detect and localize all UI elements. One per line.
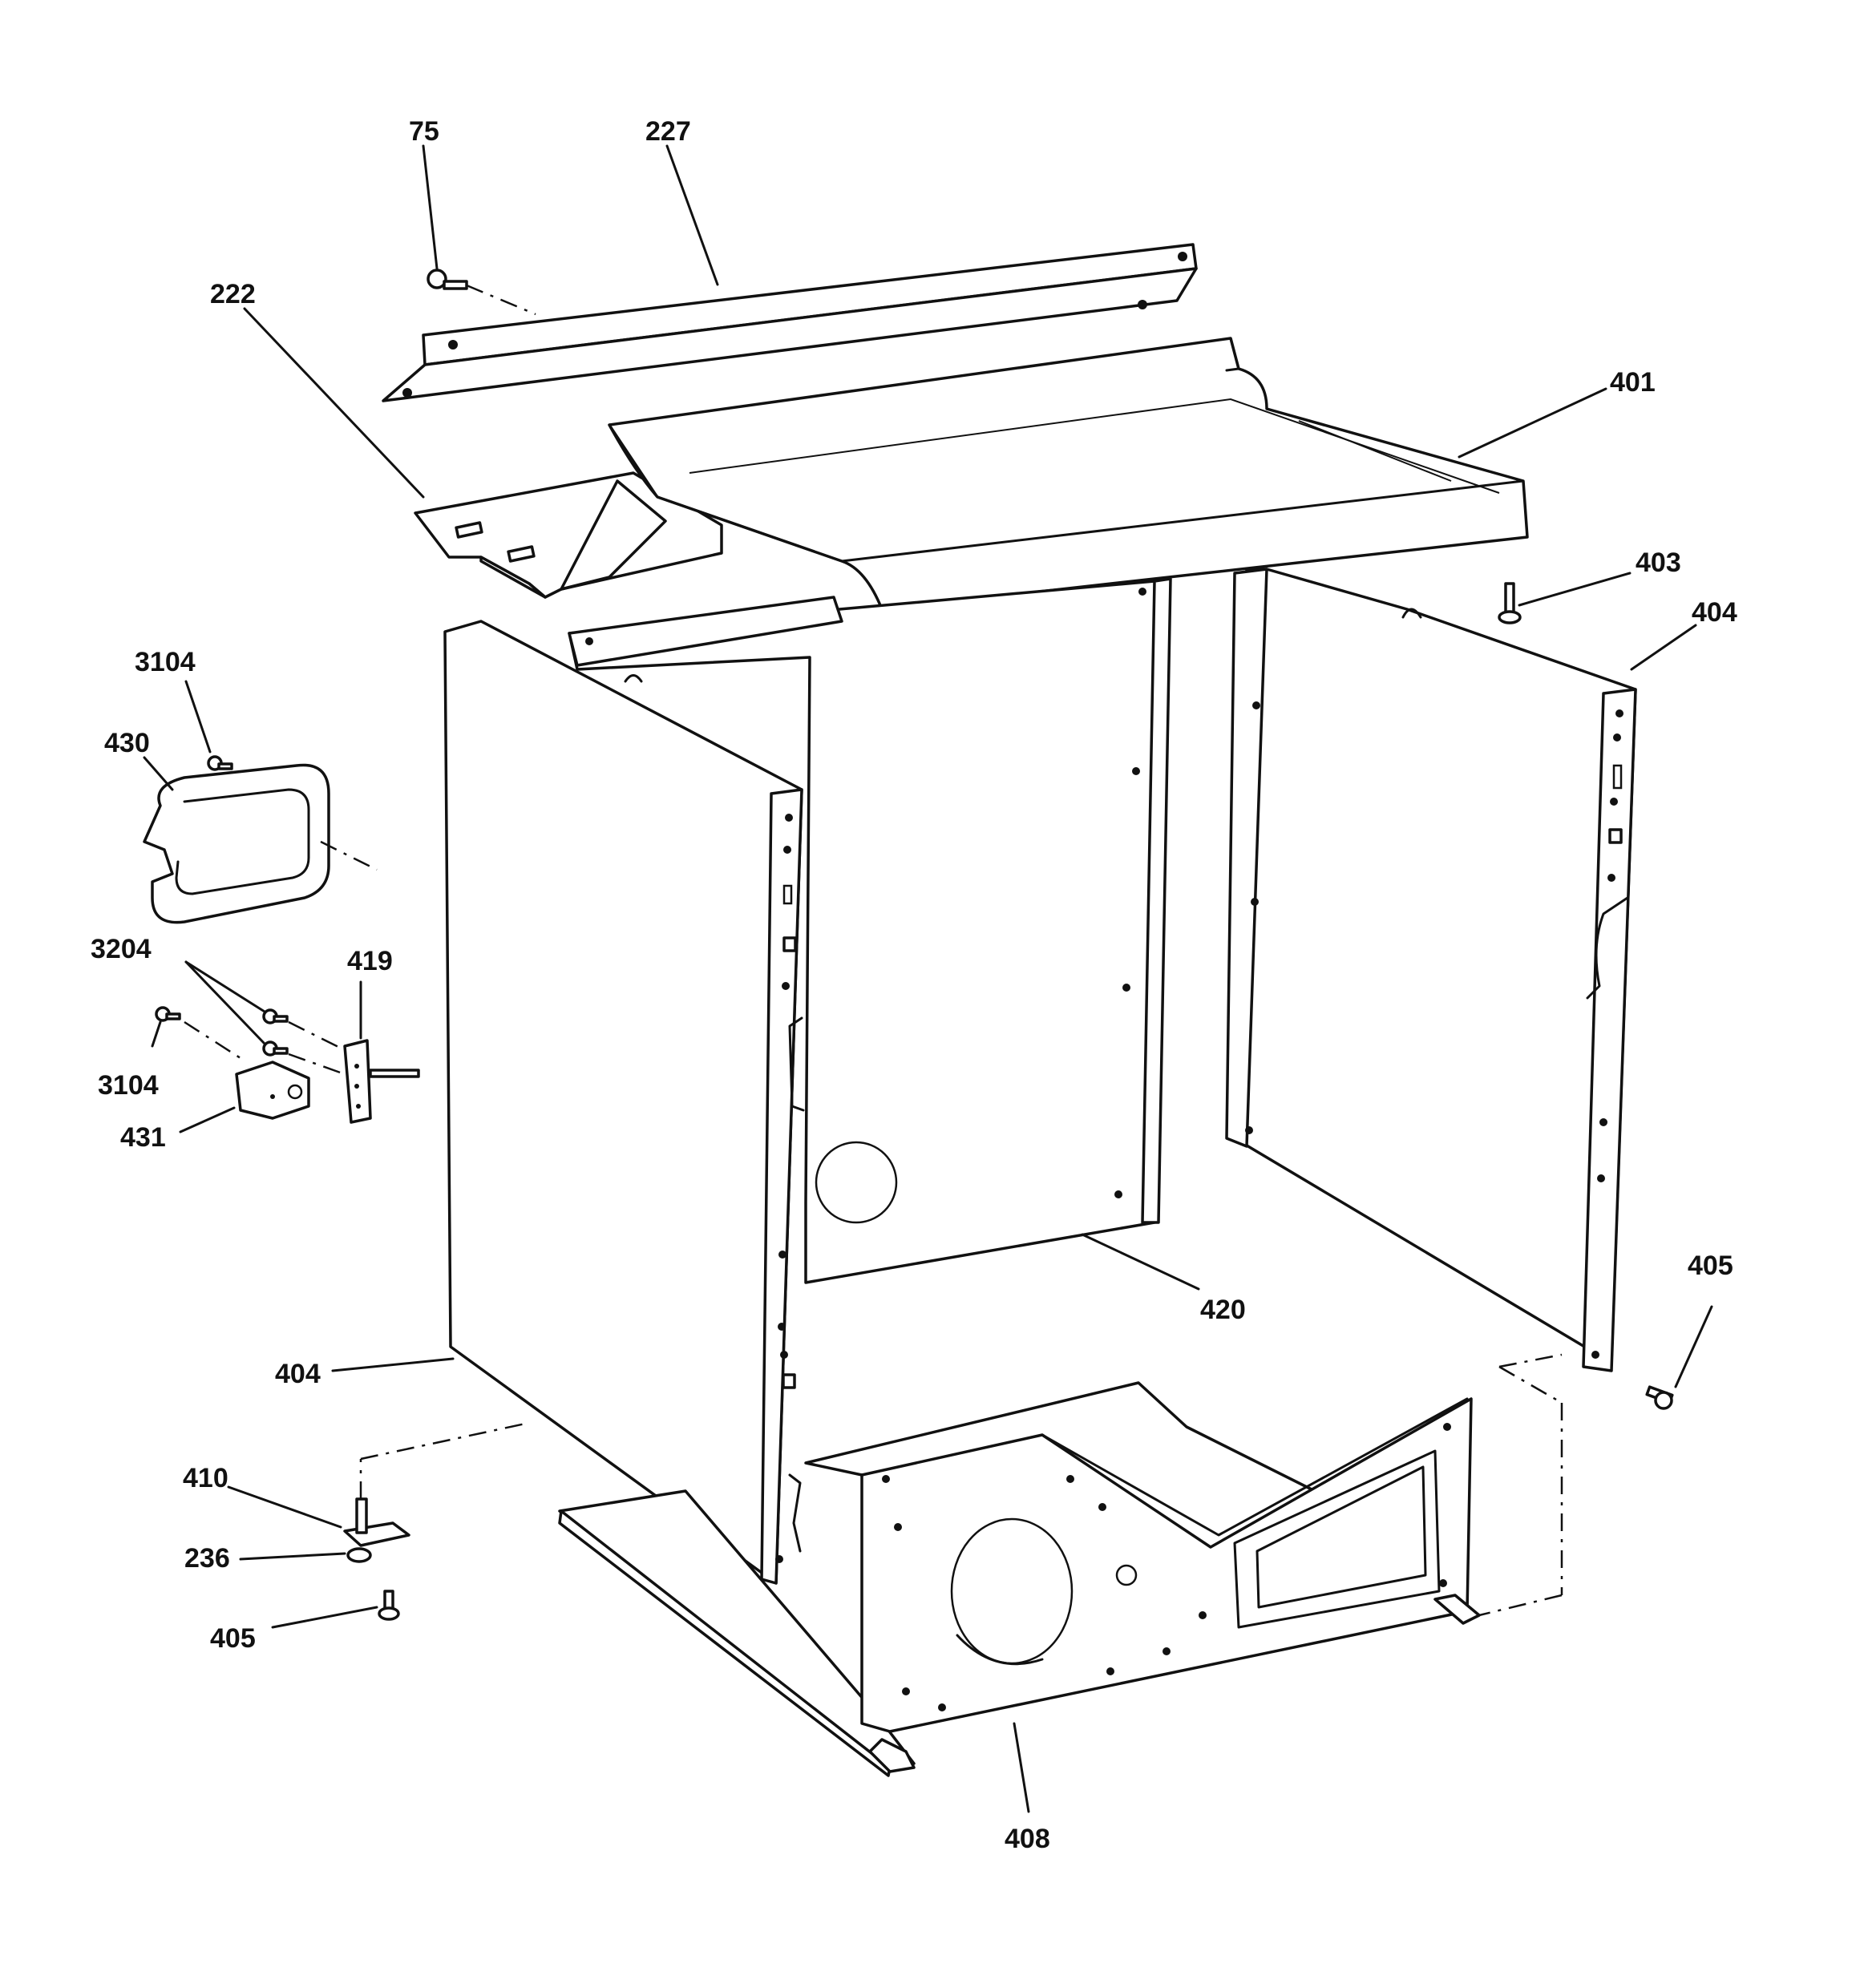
part-431-bracket (235, 1061, 310, 1120)
part-404-left-side-panel (443, 620, 805, 1585)
label-419: 419 (347, 946, 393, 976)
label-410: 410 (183, 1463, 228, 1493)
part-75-screw (427, 269, 536, 316)
label-3104-top: 3104 (135, 647, 196, 677)
label-430: 430 (104, 728, 150, 758)
label-3104-bottom: 3104 (98, 1070, 159, 1101)
label-431: 431 (120, 1122, 166, 1153)
label-401: 401 (1610, 367, 1656, 398)
part-3104-screw-top (207, 755, 233, 771)
label-405-right: 405 (1688, 1251, 1733, 1281)
part-3204-screws (262, 1008, 346, 1076)
part-419-switch (343, 1039, 420, 1124)
part-420-rear-panel (568, 577, 1172, 1284)
label-222: 222 (210, 279, 256, 309)
part-405-leg-left (378, 1590, 400, 1621)
part-408-base (558, 1381, 1481, 1777)
part-410-hinge (343, 1421, 530, 1547)
assembly-guide-lines (1478, 1353, 1563, 1617)
label-75: 75 (409, 116, 439, 147)
part-405-leg-right (1645, 1385, 1674, 1410)
part-430-duct-cover (143, 763, 378, 924)
label-236: 236 (184, 1543, 230, 1574)
part-222-front-bracket (414, 471, 723, 599)
label-404-right: 404 (1692, 597, 1737, 628)
part-401-top-panel (608, 337, 1529, 611)
label-404-left: 404 (275, 1359, 321, 1389)
part-3104-screw-bottom (155, 1006, 241, 1060)
part-404-right-side-panel (1225, 568, 1637, 1372)
label-227: 227 (645, 116, 691, 147)
label-420: 420 (1200, 1295, 1246, 1325)
part-403-screw (1498, 582, 1522, 624)
leader-lines (143, 144, 1713, 1813)
label-405-left: 405 (210, 1623, 256, 1654)
part-227-top-rail (382, 243, 1198, 402)
label-3204: 3204 (91, 934, 152, 964)
part-236-foot (346, 1547, 372, 1563)
callout-labels: 75 227 222 401 403 404 3104 430 3204 419… (91, 116, 1737, 1854)
label-403: 403 (1636, 548, 1681, 578)
label-408: 408 (1005, 1824, 1050, 1854)
